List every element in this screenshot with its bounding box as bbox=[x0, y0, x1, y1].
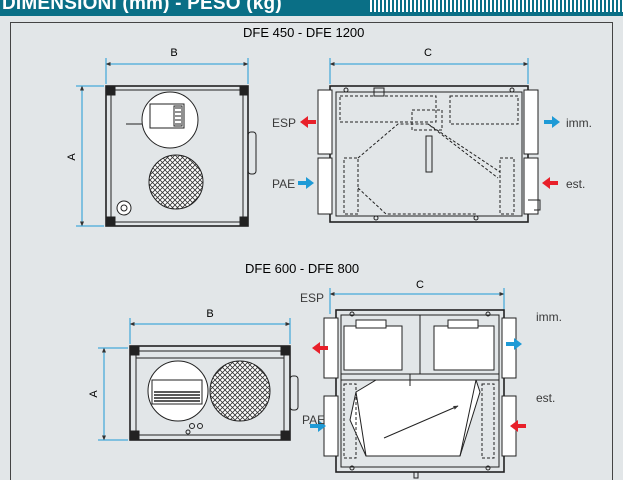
header-title: DIMENSIONI (mm) - PESO (kg) bbox=[2, 0, 282, 14]
diagram2-pae-arrow-icon bbox=[310, 420, 326, 432]
diagram2-flow-arrows bbox=[310, 338, 526, 432]
diagram-frame bbox=[10, 22, 613, 480]
section-header: DIMENSIONI (mm) - PESO (kg) bbox=[0, 0, 623, 16]
diagram2-front-view bbox=[98, 318, 299, 441]
diagram2-pae-label: PAE bbox=[302, 413, 325, 427]
diagram1-pae-arrow-icon bbox=[298, 177, 314, 189]
diagram1-esp-arrow-icon bbox=[300, 116, 316, 128]
diagram2-title: DFE 600 - DFE 800 bbox=[245, 261, 360, 276]
diagram1-front-view bbox=[76, 58, 257, 227]
diagram1-flow-arrows bbox=[298, 116, 560, 189]
diagram2-top-view bbox=[323, 288, 517, 479]
diagram2-imm-label: imm. bbox=[536, 310, 562, 324]
diagram1-title: DFE 450 - DFE 1200 bbox=[243, 25, 365, 40]
diagram2-dim-a-label: A bbox=[88, 390, 100, 398]
diagram1-imm-label: imm. bbox=[566, 116, 592, 130]
diagram1-pae-label: PAE bbox=[272, 177, 295, 191]
diagram1-dim-c-label: C bbox=[424, 47, 432, 59]
diagram1-imm-arrow-icon bbox=[544, 116, 560, 128]
diagram1-dim-b-label: B bbox=[170, 47, 177, 59]
diagram2-est-label: est. bbox=[536, 391, 555, 405]
diagram2-est-arrow-icon bbox=[510, 420, 526, 432]
diagram1-top-view bbox=[317, 58, 541, 223]
diagram2-esp-arrow-icon bbox=[312, 342, 328, 354]
diagram1-esp-label: ESP bbox=[272, 116, 296, 130]
diagram1-est-label: est. bbox=[566, 177, 585, 191]
diagram2-imm-arrow-icon bbox=[506, 338, 522, 350]
diagram2-dim-c-label: C bbox=[416, 279, 424, 291]
diagram1-dim-a-label: A bbox=[66, 153, 78, 161]
diagram1-est-arrow-icon bbox=[542, 177, 558, 189]
diagram2-dim-b-label: B bbox=[206, 308, 213, 320]
diagram2-esp-label: ESP bbox=[300, 291, 324, 305]
header-hatch-decoration bbox=[370, 0, 623, 12]
